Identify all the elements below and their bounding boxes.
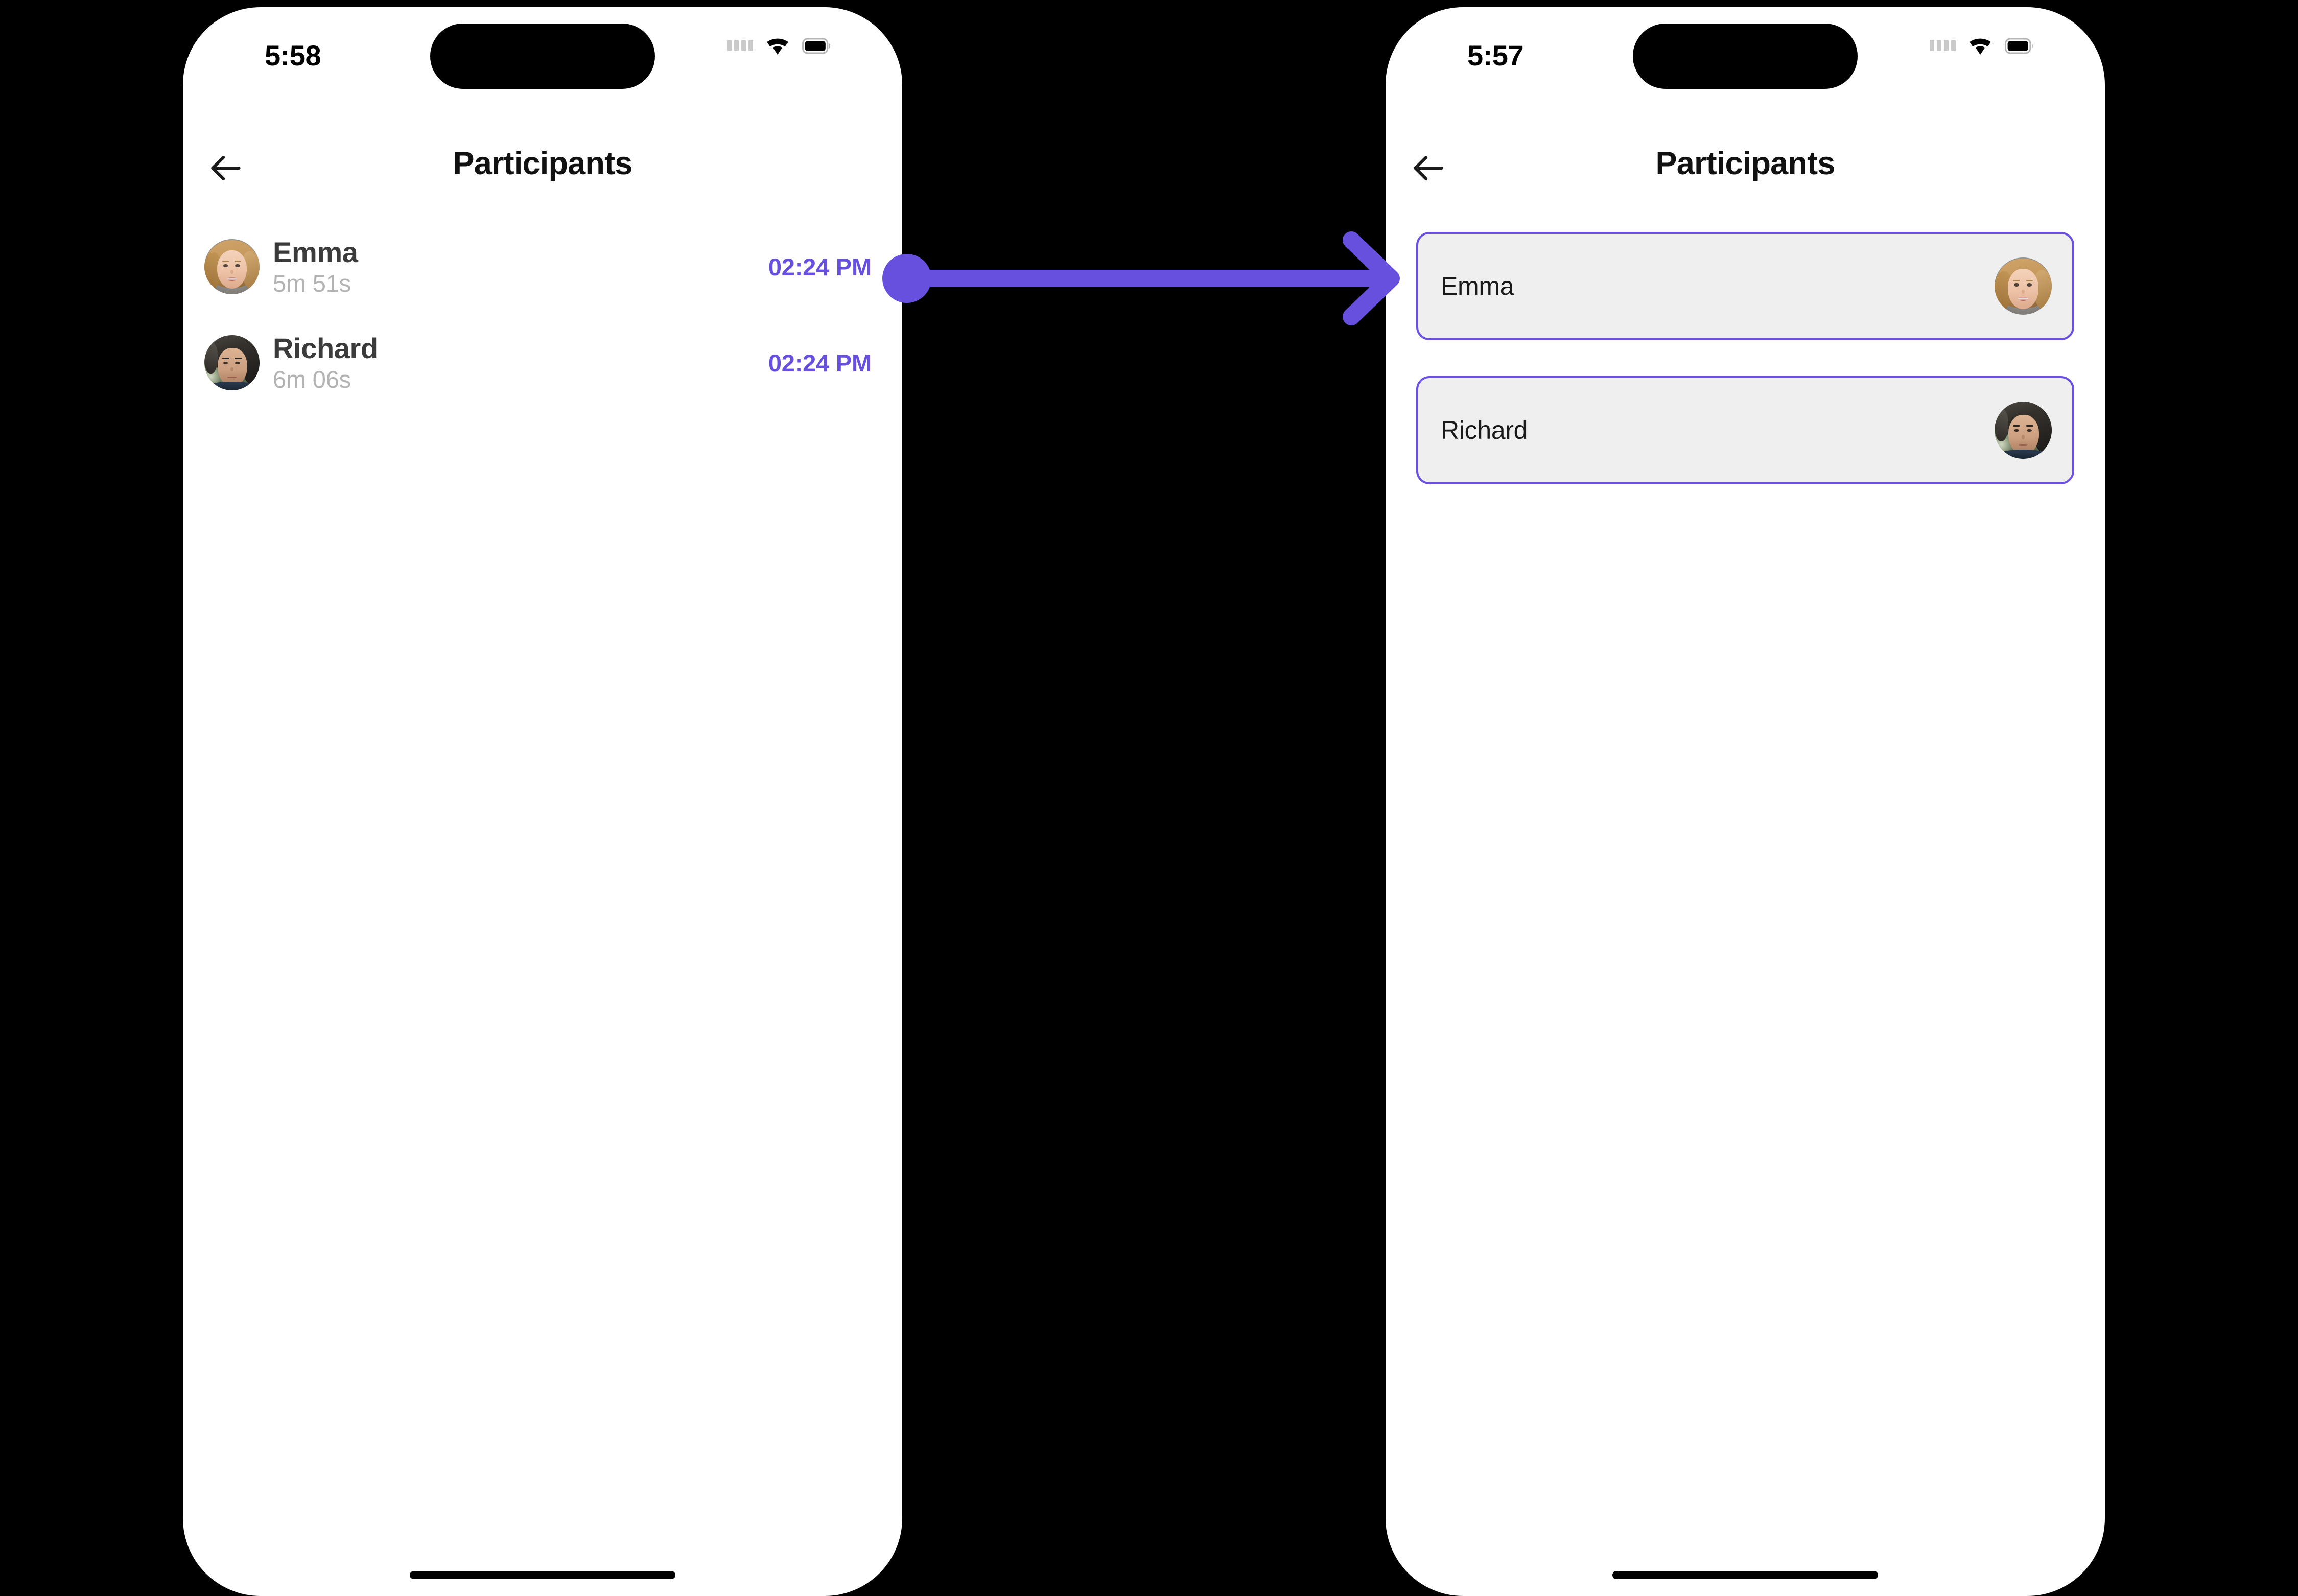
participant-timestamp: 02:24 PM — [768, 253, 872, 280]
status-bar: 5:58 — [183, 7, 902, 89]
participant-row-emma[interactable]: Emma 5m 51s 02:24 PM — [183, 219, 902, 315]
phone-screen-before: 5:58 Participants — [183, 7, 902, 1596]
transition-arrow — [882, 231, 1400, 325]
wifi-icon — [767, 38, 788, 55]
status-bar: 5:57 — [1386, 7, 2105, 89]
participant-row-text: Emma 5m 51s — [273, 236, 768, 297]
nav-bar: Participants — [1386, 136, 2105, 202]
status-bar-time: 5:58 — [265, 39, 321, 72]
wifi-icon — [1969, 38, 1991, 55]
richard-avatar — [204, 335, 260, 390]
participant-card-emma[interactable]: Emma — [1416, 232, 2074, 340]
participant-row-text: Richard 6m 06s — [273, 332, 768, 393]
participant-name: Richard — [1441, 416, 1528, 444]
participant-cards-list: Emma Richard — [1386, 232, 2105, 520]
participant-duration: 5m 51s — [273, 269, 351, 297]
participant-name: Richard — [273, 332, 378, 364]
dynamic-island — [430, 24, 655, 89]
emma-avatar — [204, 239, 260, 294]
phone-screen-after: 5:57 Participants Emma — [1386, 7, 2105, 1596]
back-button[interactable] — [1400, 140, 1456, 196]
participant-timestamp: 02:24 PM — [768, 349, 872, 377]
page-title: Participants — [1655, 146, 1835, 181]
status-bar-time: 5:57 — [1467, 39, 1524, 72]
participant-row-richard[interactable]: Richard 6m 06s 02:24 PM — [183, 315, 902, 411]
participant-duration: 6m 06s — [273, 365, 351, 393]
richard-avatar — [1995, 402, 2052, 459]
participant-name: Emma — [273, 236, 358, 268]
emma-avatar — [1995, 257, 2052, 315]
status-bar-indicators — [1930, 36, 2034, 56]
back-button[interactable] — [197, 140, 253, 196]
home-indicator — [410, 1571, 675, 1579]
arrow-left-icon — [211, 156, 241, 180]
battery-icon — [802, 38, 831, 54]
nav-bar: Participants — [183, 136, 902, 202]
page-title: Participants — [453, 146, 632, 181]
dynamic-island — [1633, 24, 1858, 89]
signal-dots-icon — [1930, 40, 1956, 51]
participants-list: Emma 5m 51s 02:24 PM Richard 6m 06s — [183, 219, 902, 411]
signal-dots-icon — [727, 40, 753, 51]
battery-icon — [2005, 38, 2033, 54]
status-bar-indicators — [727, 36, 832, 56]
home-indicator — [1612, 1571, 1878, 1579]
arrow-left-icon — [1414, 156, 1443, 180]
participant-name: Emma — [1441, 272, 1514, 300]
participant-card-richard[interactable]: Richard — [1416, 376, 2074, 484]
